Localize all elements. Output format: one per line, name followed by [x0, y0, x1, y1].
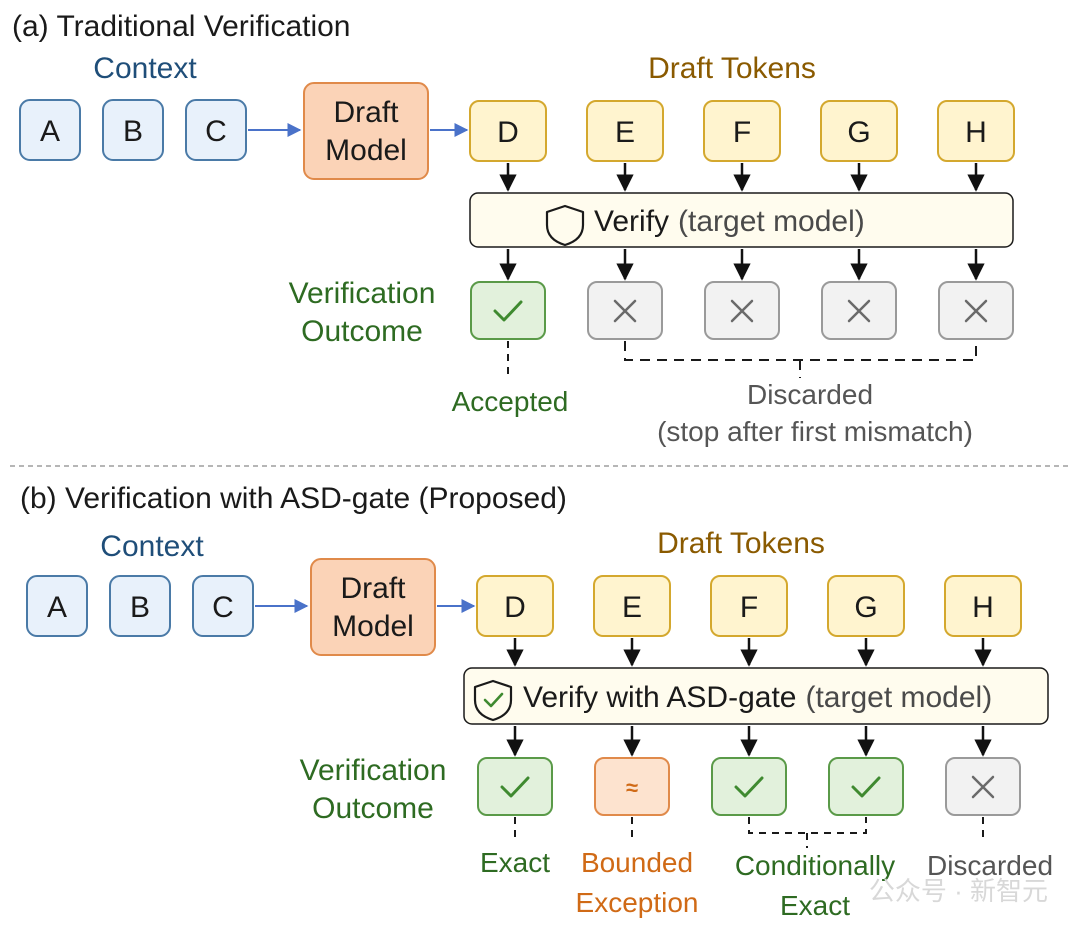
outcome-rejected [821, 281, 897, 340]
draft-token: D [476, 575, 554, 637]
check-icon [500, 776, 530, 798]
bounded-label-line: Exception [576, 887, 699, 918]
panel-a-title: (a) Traditional Verification [12, 10, 351, 43]
draft-token: G [820, 100, 898, 162]
outcome-conditional [711, 757, 787, 816]
context-token-label: B [123, 115, 143, 148]
draft-model-line: Draft [340, 572, 406, 605]
draft-tokens-label: Draft Tokens [648, 52, 816, 85]
verify-to-outcome-arrows [506, 726, 992, 757]
draft-token: F [710, 575, 788, 637]
verify-text: Verify with ASD-gate (target model) [523, 681, 992, 714]
panel-b-title: (b) Verification with ASD-gate (Proposed… [20, 482, 567, 515]
draft-token: H [937, 100, 1015, 162]
context-label: Context [100, 530, 204, 563]
context-token-label: A [47, 591, 67, 624]
draft-to-verify-arrows [506, 638, 992, 667]
outcome-exact [477, 757, 553, 816]
check-icon [734, 776, 764, 798]
draft-token: G [827, 575, 905, 637]
draft-token: E [586, 100, 664, 162]
outcome-bounded: ≈ [594, 757, 670, 816]
context-token: A [26, 575, 88, 637]
panel-b: (b) Verification with ASD-gate (Proposed… [20, 482, 1053, 921]
draft-model-box: Draft Model [303, 82, 429, 180]
outcome-rejected [938, 281, 1014, 340]
bounded-label-line: Bounded [581, 847, 693, 878]
context-token-label: C [212, 591, 234, 624]
draft-token-label: D [504, 591, 526, 624]
discarded-bracket [624, 341, 977, 378]
shield-check-icon [473, 679, 513, 722]
verify-strong-text: Verify with ASD-gate [523, 681, 796, 714]
draft-token-label: E [622, 591, 642, 624]
exact-label: Exact [480, 847, 550, 878]
draft-model-line: Model [332, 610, 414, 643]
verify-muted-text: (target model) [805, 681, 992, 714]
draft-model-line: Draft [333, 96, 399, 129]
draft-token: F [703, 100, 781, 162]
context-token: C [192, 575, 254, 637]
draft-token-label: E [615, 116, 635, 149]
outcome-accepted [470, 281, 546, 340]
approx-icon: ≈ [626, 775, 638, 800]
check-icon [493, 300, 523, 322]
draft-token-label: G [847, 116, 870, 149]
verify-bar: Verify with ASD-gate (target model) [463, 667, 1049, 725]
context-token: C [185, 99, 247, 161]
context-token-label: B [130, 591, 150, 624]
outcome-title-line: Outcome [312, 792, 434, 825]
draft-token-label: G [854, 591, 877, 624]
conditional-label-line: Conditionally [735, 850, 895, 881]
discarded-label-line: (stop after first mismatch) [657, 416, 973, 447]
cross-icon [730, 299, 754, 323]
verify-text: Verify (target model) [594, 205, 865, 238]
draft-token-label: F [733, 116, 751, 149]
outcome-title-line: Outcome [301, 315, 423, 348]
watermark-text: 公众号 · 新智元 [869, 876, 1048, 906]
context-token-label: C [205, 115, 227, 148]
draft-token: D [469, 100, 547, 162]
context-token: A [19, 99, 81, 161]
draft-model-line: Model [325, 134, 407, 167]
draft-token-label: F [740, 591, 758, 624]
outcome-rejected [704, 281, 780, 340]
cross-icon [971, 775, 995, 799]
draft-to-verify-arrows [499, 163, 985, 192]
draft-token-label: H [972, 591, 994, 624]
outcome-connectors [514, 817, 984, 848]
draft-tokens-label: Draft Tokens [657, 527, 825, 560]
shield-icon [545, 204, 585, 247]
conditional-label-line: Exact [780, 890, 850, 921]
outcome-title-line: Verification [289, 277, 436, 310]
discarded-label: Discarded [927, 850, 1053, 881]
draft-token: H [944, 575, 1022, 637]
outcome-discarded [945, 757, 1021, 816]
context-label: Context [93, 52, 197, 85]
cross-icon [847, 299, 871, 323]
verify-bar: Verify (target model) [469, 192, 1014, 248]
draft-token-label: D [497, 116, 519, 149]
context-token-label: A [40, 115, 60, 148]
verify-muted-text: (target model) [678, 205, 865, 238]
outcome-title-line: Verification [300, 754, 447, 787]
draft-token: E [593, 575, 671, 637]
cross-icon [613, 299, 637, 323]
draft-token-label: H [965, 116, 987, 149]
outcome-rejected [587, 281, 663, 340]
context-token: B [102, 99, 164, 161]
cross-icon [964, 299, 988, 323]
verify-to-outcome-arrows [499, 249, 985, 281]
check-icon [851, 776, 881, 798]
verify-strong-text: Verify [594, 205, 669, 238]
outcome-conditional [828, 757, 904, 816]
accepted-label: Accepted [452, 386, 569, 417]
draft-model-box: Draft Model [310, 558, 436, 656]
discarded-label-line: Discarded [747, 379, 873, 410]
context-token: B [109, 575, 171, 637]
panel-a: (a) Traditional Verification Context A B… [12, 10, 1015, 447]
